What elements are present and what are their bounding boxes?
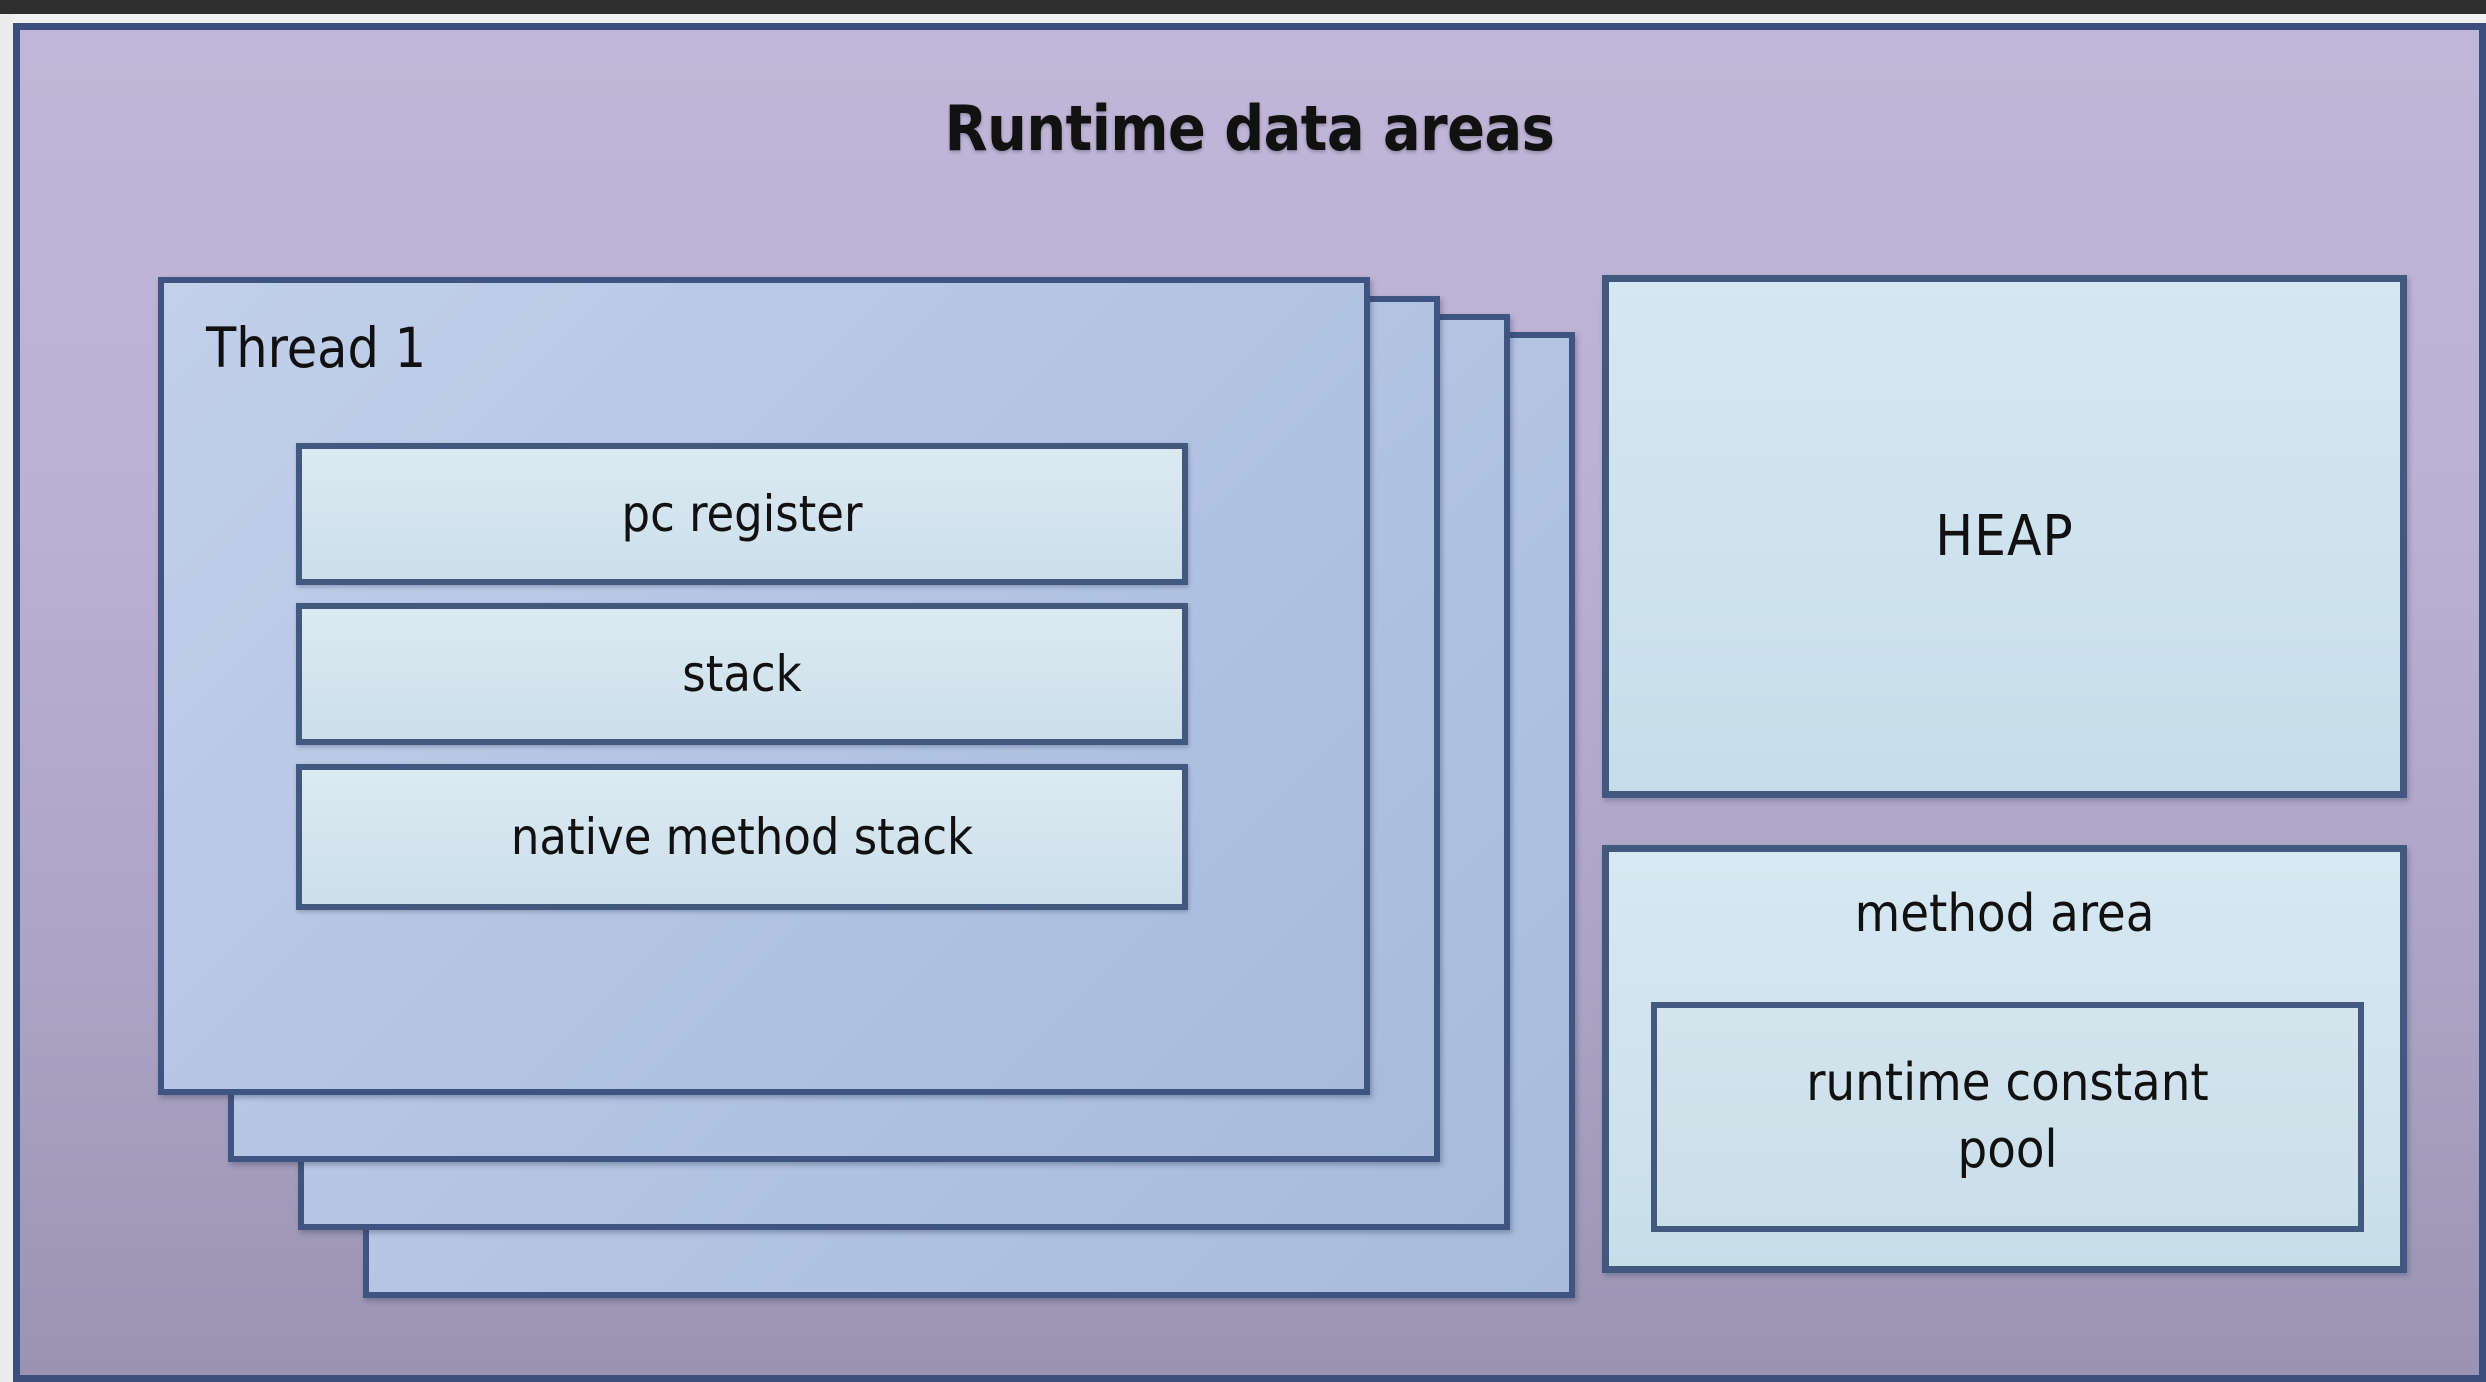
runtime-data-areas-frame: Runtime data areas Thread 1 pc register … — [13, 23, 2486, 1382]
top-margin — [0, 14, 2486, 23]
native-method-stack-box: native method stack — [296, 764, 1188, 910]
heap-box: HEAP — [1602, 275, 2407, 798]
thread-card-front: Thread 1 pc register stack native method… — [158, 277, 1370, 1095]
method-area-label: method area — [1854, 884, 2155, 944]
runtime-constant-pool-box: runtime constant pool — [1651, 1002, 2364, 1232]
runtime-constant-pool-label-line1: runtime constant — [1806, 1053, 2209, 1114]
pc-register-box: pc register — [296, 443, 1188, 585]
runtime-constant-pool-label-line2: pool — [1957, 1120, 2058, 1180]
left-margin — [0, 14, 13, 1382]
method-area-box: method area runtime constant pool — [1602, 845, 2407, 1273]
stack-box: stack — [296, 603, 1188, 745]
thread-card-stack: Thread 1 pc register stack native method… — [145, 277, 1575, 1299]
page-title: Runtime data areas — [944, 92, 1555, 165]
heap-label: HEAP — [1935, 504, 2074, 569]
thread-label: Thread 1 — [206, 316, 427, 380]
video-letterbox-strip — [0, 0, 2486, 14]
